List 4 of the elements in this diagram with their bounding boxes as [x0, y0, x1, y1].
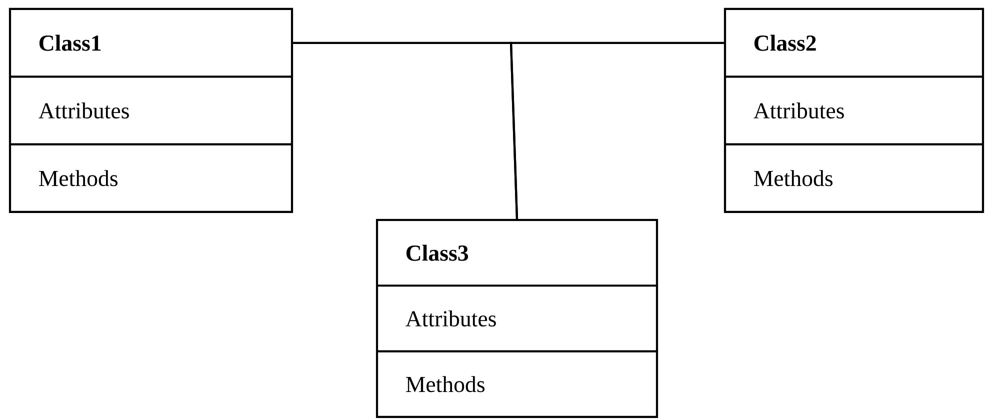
class-box: Class2 Attributes Methods [724, 8, 984, 214]
class-box: Class1 Attributes Methods [8, 8, 294, 214]
connector-line [510, 42, 724, 219]
class-box: Class3 Attributes Methods [376, 218, 658, 418]
